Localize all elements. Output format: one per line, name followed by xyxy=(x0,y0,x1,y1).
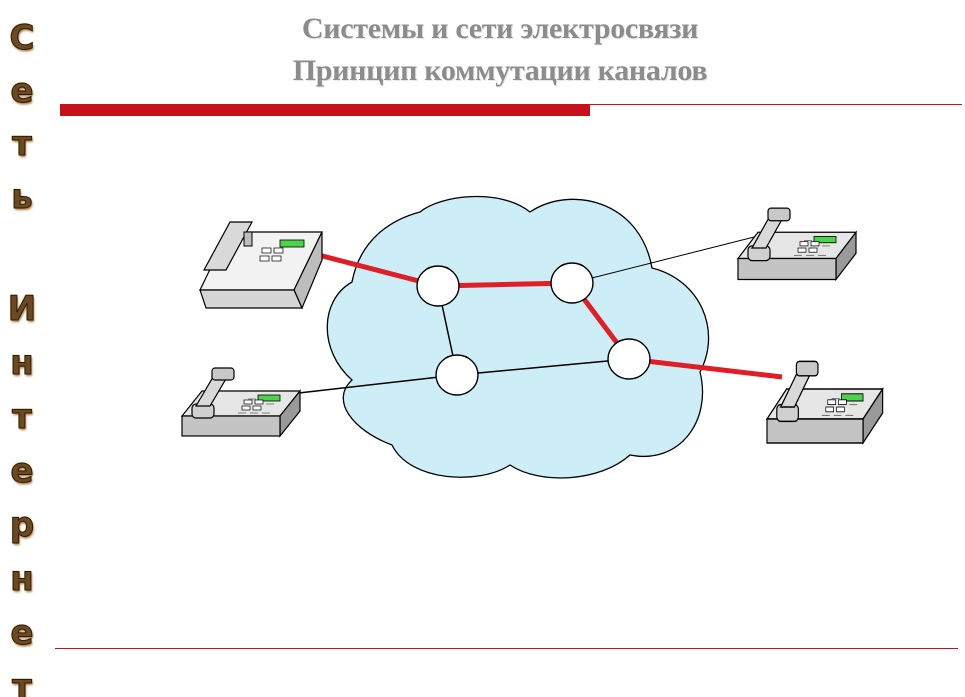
footer-rule xyxy=(55,648,958,649)
side-letter: ь xyxy=(11,177,34,218)
side-letter: е xyxy=(10,451,34,492)
side-letter: е xyxy=(10,613,34,654)
switch-node-4 xyxy=(435,354,479,396)
telephone-bottom-left-icon xyxy=(181,367,301,437)
side-letter: И xyxy=(7,289,37,330)
side-word-internet: И н т е р н е т xyxy=(0,282,44,697)
switch-node-3 xyxy=(607,338,651,380)
circuit-node3-phone-br xyxy=(628,356,783,380)
title-line-2: Принцип коммутации каналов xyxy=(292,54,708,87)
side-letter: н xyxy=(10,559,35,600)
title-line-1: Системы и сети электросвязи xyxy=(301,12,699,45)
side-word-set: С е т ь xyxy=(0,12,44,224)
link-phone-bl-node4 xyxy=(289,374,458,395)
header-rule-thick xyxy=(60,104,590,116)
header-rule-thin xyxy=(590,104,962,105)
page-title: Системы и сети электросвязи Принцип комм… xyxy=(230,8,770,92)
circuit-node1-node2 xyxy=(437,280,573,289)
telephone-top-left-icon xyxy=(199,221,323,310)
side-letter: р xyxy=(9,505,35,546)
side-letter: н xyxy=(10,343,35,384)
link-node4-node5 xyxy=(456,358,630,376)
switch-node-1 xyxy=(416,265,460,307)
telephone-top-right-icon xyxy=(737,207,857,281)
side-letter: т xyxy=(12,124,33,165)
side-letter: е xyxy=(10,71,34,112)
switch-node-2 xyxy=(550,262,594,304)
link-node2-phone-tr xyxy=(571,234,763,284)
telephone-bottom-right-icon xyxy=(766,360,884,444)
side-letter: С xyxy=(9,18,35,59)
side-letter: т xyxy=(12,397,33,438)
side-letter: т xyxy=(12,667,33,697)
network-cloud xyxy=(326,195,710,479)
